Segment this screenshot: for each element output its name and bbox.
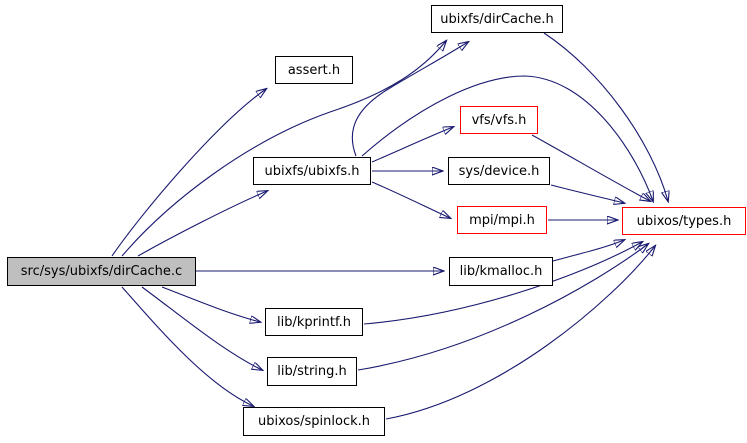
node-label: vfs/vfs.h [471, 112, 527, 128]
node-label: ubixos/spinlock.h [258, 414, 370, 429]
edge-ubixfsh-typesh [361, 75, 653, 201]
node-lib-kprintf-h[interactable]: lib/kprintf.h [265, 308, 363, 336]
node-label: ubixfs/ubixfs.h [264, 163, 360, 179]
node-label: sys/device.h [458, 163, 540, 179]
node-label: assert.h [287, 62, 341, 78]
node-src-sys-ubixfs-dircache-c: src/sys/ubixfs/dirCache.c [7, 257, 196, 286]
edge-ubixfsh-vfsh [371, 127, 453, 163]
edge-stringh-typesh [357, 244, 648, 371]
edge-dircachec-kprintfh [161, 286, 260, 322]
edge-ubixfsh-dircacheh [351, 42, 468, 157]
edge-dircachec-stringh [141, 286, 262, 370]
node-ubixos-types-h[interactable]: ubixos/types.h [622, 207, 746, 235]
node-ubixos-spinlock-h[interactable]: ubixos/spinlock.h [243, 407, 385, 436]
edge-kmalloch-typesh [552, 240, 624, 262]
node-label: lib/kprintf.h [277, 314, 351, 330]
node-sys-device-h[interactable]: sys/device.h [448, 157, 550, 185]
node-ubixfs-dircache-h[interactable]: ubixfs/dirCache.h [431, 5, 563, 33]
edge-dircachec-asserth [111, 89, 266, 257]
node-label: ubixos/types.h [636, 213, 732, 229]
node-label: src/sys/ubixfs/dirCache.c [20, 264, 183, 279]
edge-spinlockh-typesh [385, 246, 655, 420]
node-assert-h[interactable]: assert.h [275, 56, 353, 84]
node-label: lib/kmalloc.h [459, 264, 543, 279]
node-label: ubixfs/dirCache.h [440, 11, 554, 27]
edge-vfsh-typesh [531, 134, 650, 201]
edge-kprintfh-typesh [363, 242, 642, 325]
edge-dircacheh-typesh [543, 32, 668, 201]
node-ubixfs-ubixfs-h[interactable]: ubixfs/ubixfs.h [253, 157, 371, 185]
node-label: mpi/mpi.h [469, 212, 535, 228]
edge-ubixfsh-mpih [371, 181, 450, 218]
edge-deviceh-typesh [550, 184, 624, 203]
edge-dircachec-dircacheh [121, 41, 446, 257]
node-lib-kmalloc-h[interactable]: lib/kmalloc.h [449, 257, 553, 286]
node-lib-string-h[interactable]: lib/string.h [267, 357, 357, 386]
edge-dircachec-ubixfsh [137, 191, 267, 257]
node-vfs-vfs-h[interactable]: vfs/vfs.h [460, 106, 538, 134]
node-mpi-mpi-h[interactable]: mpi/mpi.h [457, 206, 547, 234]
edge-dircachec-spinlockh [121, 286, 253, 406]
node-label: lib/string.h [277, 364, 347, 379]
